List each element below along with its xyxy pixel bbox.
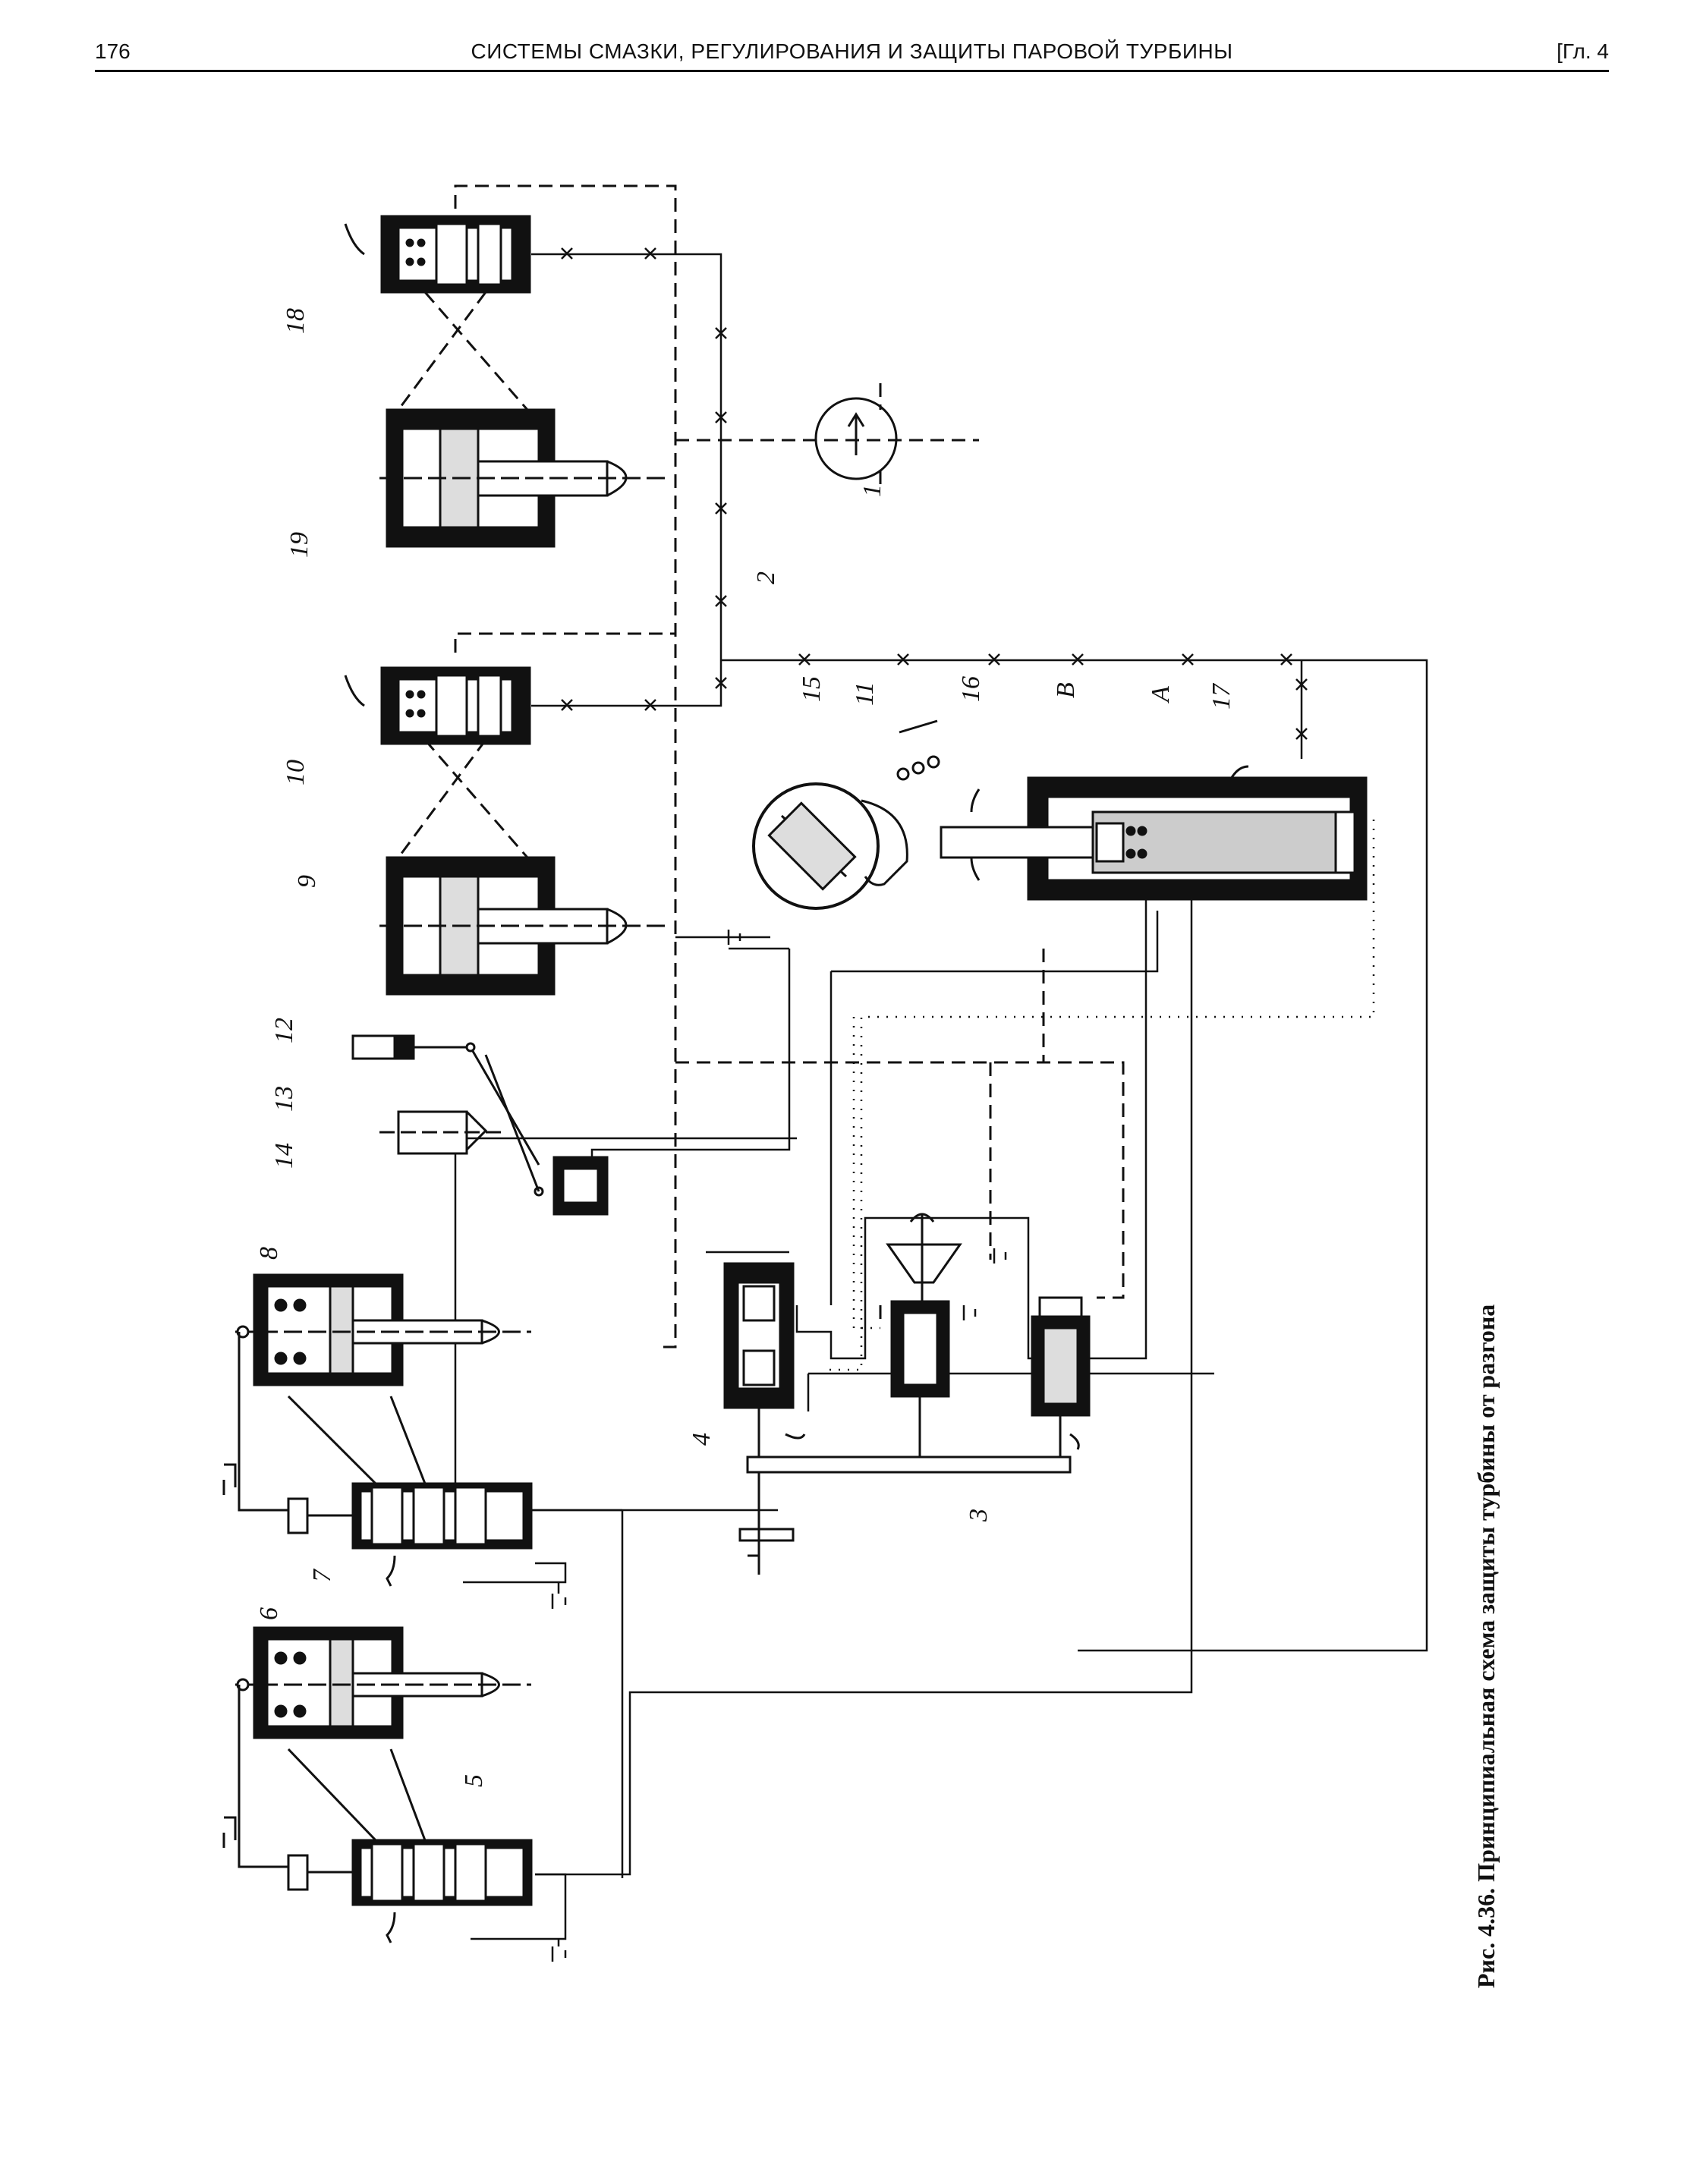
servomotor-6 (235, 1626, 531, 1739)
servomotor-8 (235, 1273, 531, 1386)
label-16: 16 (957, 676, 985, 702)
protection-slide-17 (940, 765, 1368, 901)
solenoid-valve (1031, 1296, 1091, 1465)
line-crosses (561, 247, 1308, 740)
label-B: B (1052, 682, 1080, 698)
label-13: 13 (270, 1086, 298, 1112)
page-number: 176 (95, 39, 131, 63)
servomotor-9 (379, 856, 668, 996)
label-17: 17 (1207, 682, 1236, 710)
label-10: 10 (282, 760, 310, 785)
linkage-bar (746, 1455, 1072, 1474)
running-title: СИСТЕМЫ СМАЗКИ, РЕГУЛИРОВАНИЯ И ЗАЩИТЫ П… (471, 39, 1233, 63)
relay-18 (344, 215, 531, 294)
label-8: 8 (255, 1247, 283, 1260)
overspeed-trip (752, 719, 940, 910)
solenoid-13 (379, 1110, 501, 1155)
label-15: 15 (798, 676, 826, 702)
label-14: 14 (270, 1143, 298, 1169)
label-9: 9 (293, 875, 321, 888)
valve-12 (351, 1034, 540, 1166)
chapter-marker: [Гл. 4 (1557, 39, 1609, 63)
flow-meter-1 (814, 397, 898, 480)
oil-pressure-line (531, 253, 1428, 1652)
power-source-symbol (551, 930, 1007, 1962)
servomotor-19 (379, 408, 668, 548)
page-header: 176 СИСТЕМЫ СМАЗКИ, РЕГУЛИРОВАНИЯ И ЗАЩИ… (95, 32, 1609, 77)
header-rule (95, 70, 1609, 72)
dashed-signal-line (397, 184, 1125, 1348)
label-A: A (1147, 686, 1175, 703)
label-11: 11 (851, 682, 879, 706)
label-12: 12 (270, 1018, 298, 1043)
label-3: 3 (965, 1509, 993, 1522)
distributor-7 (222, 1332, 533, 1587)
relay-10 (344, 666, 531, 745)
label-5: 5 (460, 1774, 488, 1787)
label-2: 2 (752, 571, 780, 584)
label-1: 1 (858, 484, 886, 497)
slide-valve-4 (723, 1262, 806, 1575)
label-4: 4 (688, 1433, 716, 1446)
limit-switch-14 (484, 1054, 609, 1216)
speed-governor-3 (886, 1213, 962, 1465)
label-19: 19 (285, 532, 313, 558)
distributor-5 (222, 1685, 533, 1943)
component-labels: 1 2 3 4 5 6 7 8 9 10 11 12 13 14 15 16 1… (255, 308, 1236, 1787)
dotted-line (823, 820, 1375, 1371)
label-18: 18 (282, 308, 310, 334)
label-7: 7 (308, 1568, 336, 1582)
figure-caption: Рис. 4.36. Принципиальная схема защиты т… (1472, 1304, 1500, 1988)
label-6: 6 (255, 1607, 283, 1620)
solid-wire (454, 899, 1214, 1940)
